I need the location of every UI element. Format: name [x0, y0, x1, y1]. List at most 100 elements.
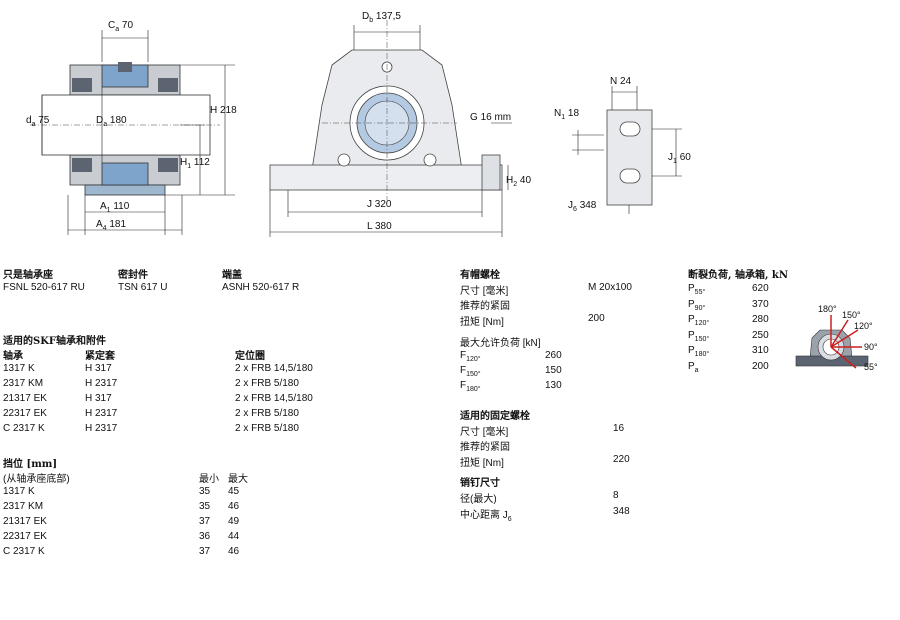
bearings-header-sleeve: 紧定套 — [85, 351, 115, 362]
svg-text:N1 18: N1 18 — [554, 108, 579, 121]
front-view-drawing: Db 137,5 G 16 mm H2 40 J 320 L 380 — [269, 11, 531, 237]
breaking-load-symbol: P55° — [688, 283, 705, 296]
dim-j6: 348 — [580, 200, 597, 211]
breaking-load-symbol: P120° — [688, 314, 709, 327]
shoulder-min: 36 — [199, 531, 211, 542]
shoulder-max: 45 — [228, 486, 240, 497]
load-symbol: P — [688, 345, 695, 356]
shoulder-max: 49 — [228, 516, 240, 527]
dim-h2: 40 — [520, 175, 532, 186]
cap-bolts-torque-heading: 推荐的紧固 — [460, 301, 510, 312]
load-angle: 120° — [466, 356, 481, 363]
side-section-drawing: Ca 70 da 75 Da 180 H 218 H1 112 A1 110 A… — [26, 20, 237, 235]
breaking-load-symbol: P180° — [688, 345, 709, 358]
bearing-designation: 2317 KM — [3, 378, 44, 389]
svg-text:L 380: L 380 — [367, 221, 392, 232]
svg-text:J 320: J 320 — [367, 199, 392, 210]
load-angle: 150° — [694, 335, 710, 343]
locating-ring: 2 x FRB 5/180 — [235, 378, 299, 389]
svg-text:G 16 mm: G 16 mm — [470, 112, 511, 123]
shoulder-max-label: 最大 — [228, 474, 248, 485]
shoulder-min: 37 — [199, 546, 211, 557]
load-angle: 90° — [694, 304, 706, 312]
breaking-load-value: 310 — [752, 345, 769, 356]
load-angle: 180° — [694, 351, 710, 358]
adapter-sleeve: H 2317 — [85, 423, 118, 434]
load-angle: 55° — [694, 289, 706, 296]
breaking-load-symbol: Pa — [688, 361, 699, 374]
locating-ring: 2 x FRB 5/180 — [235, 408, 299, 419]
dowel-dia-value: 8 — [613, 490, 619, 501]
load-angle: 120° — [694, 320, 710, 327]
adapter-sleeve: H 2317 — [85, 378, 118, 389]
adapter-sleeve: H 2317 — [85, 408, 118, 419]
seal-heading: 密封件 — [118, 270, 148, 281]
load-symbol: P — [688, 360, 695, 372]
cap-bolts-size-value: M 20x100 — [588, 282, 632, 293]
attach-bolts-torque-heading: 推荐的紧固 — [460, 442, 510, 453]
dowel-dia-label: 径(最大) — [460, 494, 497, 505]
load-symbol: P — [688, 314, 695, 325]
attach-bolts-title: 适用的固定螺栓 — [460, 411, 530, 422]
dim-h1: 112 — [194, 157, 210, 168]
dim-n: 24 — [620, 76, 632, 87]
bearing-designation: C 2317 K — [3, 423, 45, 434]
svg-text:N 24: N 24 — [610, 76, 632, 87]
dim-j1: 60 — [680, 152, 692, 163]
cap-load-symbol: F180° — [460, 380, 481, 393]
shoulder-bearing: C 2317 K — [3, 546, 45, 557]
attach-bolts-torque-value: 220 — [613, 454, 630, 465]
shoulder-max: 44 — [228, 531, 240, 542]
cap-load-value: 150 — [545, 365, 562, 376]
breaking-load-value: 370 — [752, 298, 769, 310]
dim-a1: 110 — [113, 201, 129, 212]
adapter-sleeve: H 317 — [85, 363, 112, 374]
seal-value: TSN 617 U — [118, 282, 168, 293]
dowel-dist-label: 中心距离 J6 — [460, 510, 512, 523]
dim-ca: 70 — [122, 20, 134, 31]
load-symbol: P — [688, 329, 695, 341]
cap-bolts-title: 有帽螺栓 — [460, 270, 500, 281]
bearings-title: 适用的SKF轴承和附件 — [3, 336, 107, 347]
shoulder-title: 挡位 [mm] — [3, 459, 58, 470]
dim-l: 380 — [375, 221, 392, 232]
housing-value: FSNL 520-617 RU — [3, 282, 85, 293]
bearings-header-ring: 定位圈 — [235, 351, 265, 362]
housing-heading: 只是轴承座 — [3, 270, 53, 281]
cap-bolts-load-title: 最大允许负荷 [kN] — [460, 338, 541, 349]
dim-db: 137,5 — [376, 11, 401, 22]
svg-text:H1 112: H1 112 — [180, 157, 210, 170]
cap-bolts-torque-label: 扭矩 [Nm] — [460, 317, 504, 328]
shoulder-max: 46 — [228, 501, 240, 512]
bearing-designation: 1317 K — [3, 363, 35, 374]
bearings-header-bearing: 轴承 — [3, 351, 23, 362]
cap-load-symbol: F150° — [460, 365, 481, 378]
cap-load-value: 260 — [545, 350, 562, 361]
breaking-title: 断裂负荷, 轴承箱, kN — [688, 270, 788, 281]
load-direction-diagram: 180° 150° 120° 90° 55° — [795, 304, 878, 372]
load-symbol: F — [460, 380, 467, 391]
breaking-load-symbol: P90° — [688, 299, 705, 312]
shoulder-min: 35 — [199, 501, 211, 512]
angle-90: 90° — [864, 342, 878, 352]
svg-text:J6 348: J6 348 — [568, 200, 597, 213]
end-cover-heading: 端盖 — [222, 270, 242, 281]
dowel-dist-value: 348 — [613, 506, 630, 517]
breaking-load-value: 280 — [752, 314, 769, 325]
svg-text:H 218: H 218 — [210, 105, 237, 116]
locating-ring: 2 x FRB 14,5/180 — [235, 393, 313, 404]
cap-load-value: 130 — [545, 380, 562, 391]
breaking-load-symbol: P150° — [688, 330, 709, 343]
shoulder-bearing: 21317 EK — [3, 516, 47, 527]
angle-55: 55° — [864, 362, 878, 372]
breaking-load-value: 250 — [752, 329, 769, 341]
angle-150: 150° — [842, 310, 861, 320]
attach-bolts-size-label: 尺寸 [毫米] — [460, 427, 509, 438]
svg-text:J1 60: J1 60 — [668, 152, 691, 165]
dim-h: 218 — [220, 105, 237, 116]
svg-text:H2 40: H2 40 — [506, 175, 531, 188]
breaking-load-value: 620 — [752, 283, 769, 294]
dim-j: 320 — [375, 199, 392, 210]
dowel-title: 销钉尺寸 — [460, 478, 500, 489]
breaking-load-value: 200 — [752, 360, 769, 372]
